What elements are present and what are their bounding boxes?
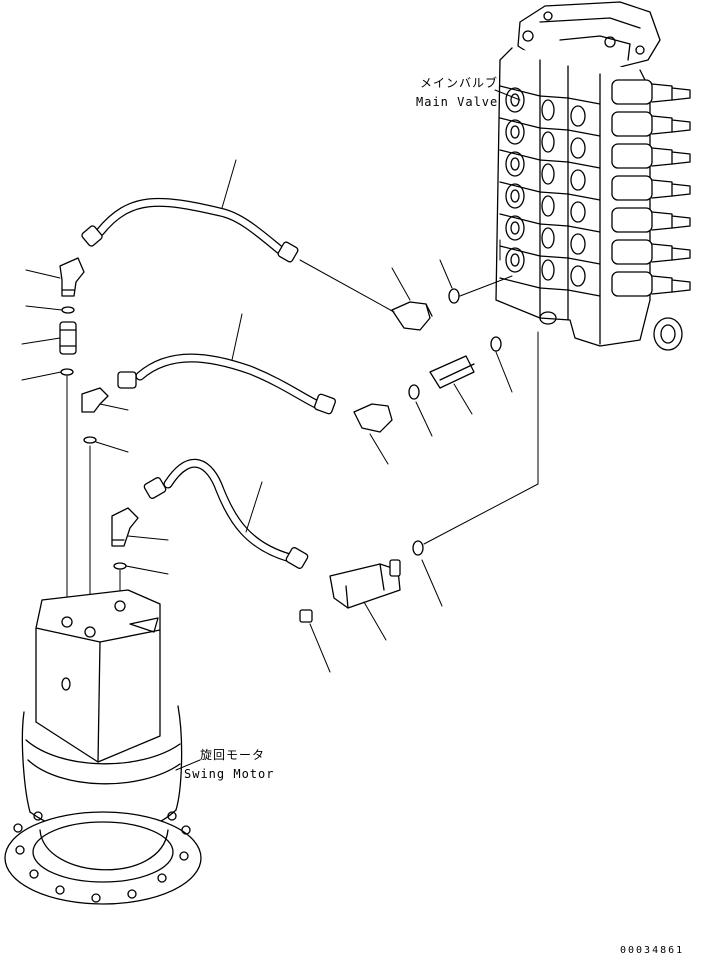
hose-lower	[143, 458, 309, 569]
document-number: 00034861	[620, 945, 685, 956]
swing-motor-label-en: Swing Motor	[184, 767, 275, 781]
main-valve-label-en: Main Valve	[416, 95, 499, 109]
main-valve	[494, 1, 691, 351]
main-valve-label-jp: メインバルブ	[420, 76, 499, 90]
swing-motor	[4, 589, 202, 905]
left-fittings	[21, 257, 169, 575]
right-fittings	[299, 239, 539, 673]
swing-motor-label-jp: 旋回モータ	[200, 748, 266, 762]
hose-middle	[117, 313, 336, 415]
hose-upper	[81, 159, 299, 263]
